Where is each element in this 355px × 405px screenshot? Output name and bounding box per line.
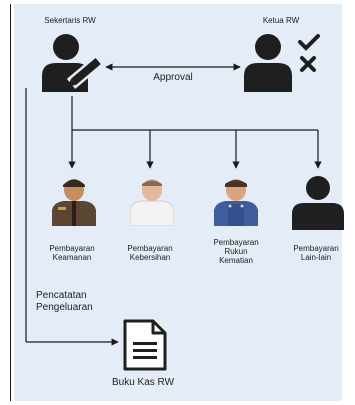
head-label: Ketua RW <box>262 16 300 25</box>
generic-person-icon <box>292 176 344 230</box>
document-icon <box>123 319 167 371</box>
head-approve-icon <box>244 34 320 92</box>
cleaner-avatar-icon <box>130 179 174 226</box>
payment-label-rukun-kematian: Pembayaran Rukun Kematian <box>213 238 259 265</box>
payment-label-keamanan: Pembayaran Keamanan <box>49 244 95 262</box>
payment-label-lain-lain: Pembayaran Lain-lain <box>293 244 339 262</box>
approval-label: Approval <box>153 72 193 83</box>
ledger-label: Buku Kas RW <box>111 377 175 388</box>
left-border-line <box>10 4 11 401</box>
secretary-label: Sekertaris RW <box>44 16 96 25</box>
payment-label-kebersihan: Pembayaran Kebersihan <box>127 244 173 262</box>
expense-recording-label: Pencatatan Pengeluaran <box>36 290 93 313</box>
security-guard-avatar-icon <box>52 179 96 226</box>
worker-avatar-icon <box>214 179 258 226</box>
secretary-writing-icon <box>42 34 106 92</box>
